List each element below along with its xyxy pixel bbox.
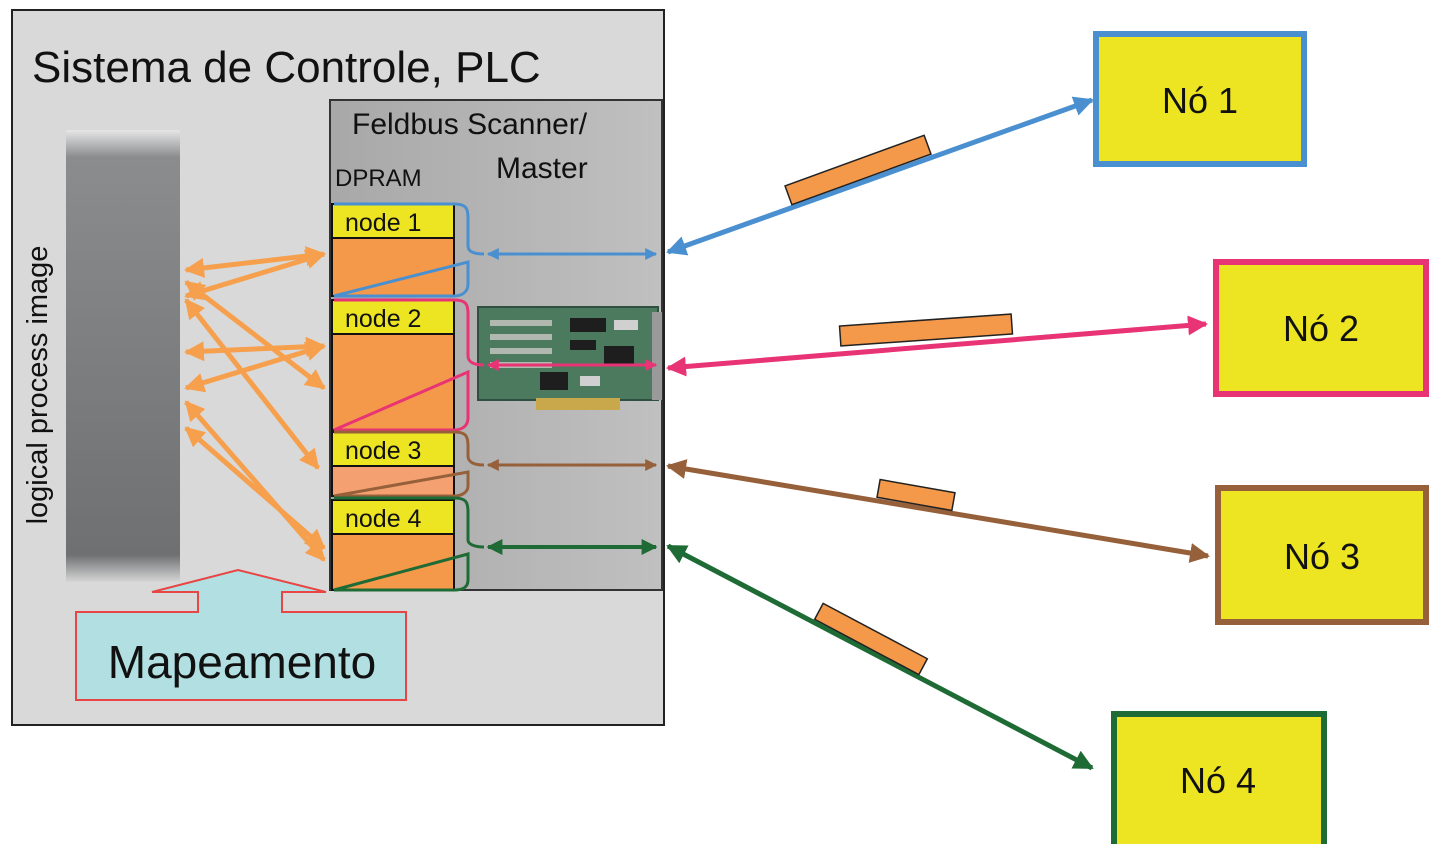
node4-region-outline [333, 496, 485, 592]
scanner-title-line2: Master [496, 152, 588, 185]
telegram-packet [784, 134, 932, 206]
mapping-label: Mapeamento [108, 636, 377, 688]
dpram-stack: node 1 node 2 node 3 node 4 [331, 203, 455, 591]
node1-region-outline [333, 202, 485, 298]
dpram-node1-data [331, 237, 455, 297]
dpram-label: DPRAM [335, 165, 422, 192]
mapping-arrows [184, 246, 326, 562]
link-arrow-node4 [666, 543, 1094, 771]
field-node-3-box [1215, 485, 1429, 625]
scanner-title-line1: Feldbus Scanner/ [352, 108, 588, 141]
dpram-node2-data [331, 333, 455, 431]
mapping-arrow [184, 426, 326, 550]
mapping-arrow [184, 341, 326, 393]
plc-title: Sistema de Controle, PLC [32, 43, 541, 92]
telegram-packet [838, 313, 1014, 347]
field-node-2-label: Nó 2 [1283, 308, 1359, 349]
interface-card-icon [477, 306, 662, 410]
node2-region-outline [333, 298, 485, 432]
process-image-block [66, 130, 180, 582]
link-arrow-node1 [666, 96, 1094, 256]
dpram-node1-label: node 1 [345, 209, 421, 237]
field-node-4-label: Nó 4 [1180, 760, 1256, 801]
process-image-label: logical process image [22, 246, 54, 525]
mapping-callout [75, 568, 407, 701]
link-arrow-node2 [666, 315, 1208, 377]
dpram-node2-label: node 2 [345, 305, 421, 333]
dpram-node3-label: node 3 [345, 437, 421, 465]
dpram-region-outlines [333, 202, 485, 592]
link-arrow-node3 [666, 459, 1210, 563]
field-node-1-box [1093, 31, 1307, 167]
node3-region-outline [333, 430, 485, 498]
field-node-4-box [1111, 711, 1327, 844]
telegram-packet [813, 602, 929, 676]
field-node-1-label: Nó 1 [1162, 80, 1238, 121]
dpram-node4-header [331, 499, 455, 535]
telegram-packet [876, 478, 956, 512]
field-node-2-box [1213, 259, 1429, 397]
dpram-node2-header [331, 299, 455, 335]
dpram-node3-data [331, 465, 455, 497]
field-node-3-label: Nó 3 [1284, 536, 1360, 577]
dpram-node4-label: node 4 [345, 505, 422, 533]
